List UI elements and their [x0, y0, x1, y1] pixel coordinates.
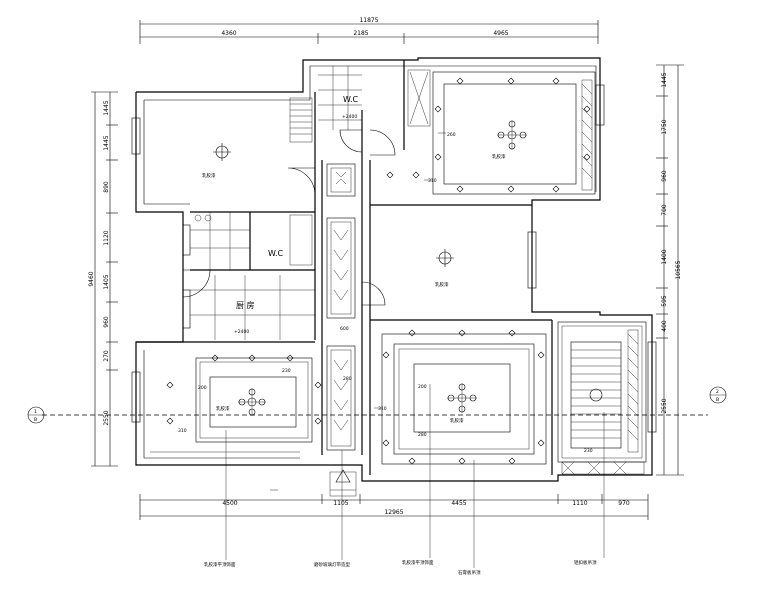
side-level-230: 230: [282, 368, 291, 374]
note-1: 乳胶漆平顶饰面: [204, 561, 236, 568]
dim-right-seg-3: 960: [661, 170, 668, 182]
master-level-260: 260: [447, 132, 456, 138]
dim-left-seg-4: 1120: [103, 230, 110, 245]
dim-left-seg-2: 1445: [103, 135, 110, 150]
dim-right-seg-6: 595: [661, 295, 668, 307]
dim-right-seg-4: 700: [661, 204, 668, 216]
dim-left-seg-7: 270: [103, 350, 110, 362]
left-dimension-chain: 9460 1445 1445 890 1120 1405 960 270 255…: [88, 91, 118, 467]
dim-bottom-seg-1: 4500: [222, 500, 237, 507]
master-bedroom: 乳胶漆 260 310: [386, 71, 596, 195]
axis-right-bottom: B: [716, 397, 719, 403]
dim-right-seg-7: 400: [661, 320, 668, 332]
bedroom-upper-left-note: 乳胶漆: [202, 172, 216, 179]
note-3: 乳胶漆平顶饰面: [402, 559, 434, 566]
wc-upper-level: +2400: [342, 114, 357, 120]
dim-left-seg-3: 890: [103, 181, 110, 193]
living-level-200: 200: [418, 384, 427, 390]
note-5: 铝扣板吊顶: [574, 559, 597, 566]
living-downlights: [382, 329, 545, 465]
dim-right-seg-8: 2550: [661, 398, 668, 413]
bedroom-upper-left: 乳胶漆: [202, 97, 313, 179]
bedroom-middle: 乳胶漆: [435, 249, 454, 288]
dim-right-seg-2: 1750: [661, 119, 668, 134]
dim-top-total: 11875: [359, 17, 378, 24]
dim-top-seg-3: 4965: [493, 30, 508, 37]
axis-left-bottom: B: [34, 417, 37, 423]
dim-right-seg-1: 1445: [661, 72, 668, 87]
note-2: 磨砂玻璃灯带造型: [314, 561, 350, 568]
kitchen-label: 厨 房: [236, 300, 255, 310]
entrance-steps: [329, 469, 357, 497]
corridor-lightboxes: 600 280: [326, 163, 356, 451]
windows: [131, 84, 657, 433]
dim-bottom-seg-2: 1105: [333, 500, 348, 507]
axis-left-top: 1: [34, 409, 37, 415]
leader-notes: 乳胶漆平顶饰面 磨砂玻璃灯带造型 乳胶漆平顶饰面 石膏板吊顶 铝扣板吊顶: [204, 384, 605, 576]
top-dimension-chain: 11875 4360 2185 4965: [139, 17, 599, 44]
dining-room: 乳胶漆 200 310 230: [150, 354, 322, 491]
wc-upper-label: W.C: [343, 95, 359, 104]
dining-downlights: [166, 354, 322, 425]
balcony: 230: [557, 321, 647, 475]
dining-level-310: 310: [178, 428, 187, 434]
dining-level-200: 200: [198, 385, 207, 391]
living-level-280: 280: [418, 432, 427, 438]
dim-left-seg-1: 1445: [103, 100, 110, 115]
dim-left-seg-6: 960: [103, 316, 110, 328]
dim-bottom-total: 12965: [384, 509, 403, 516]
wc-lower: W.C: [190, 212, 313, 270]
dining-note: 乳胶漆: [216, 405, 230, 412]
dim-right-seg-5: 1400: [661, 249, 668, 264]
interior-walls: [136, 60, 553, 475]
note-4: 石膏板吊顶: [458, 569, 481, 576]
living-note: 乳胶漆: [450, 417, 464, 424]
wc-lower-label: W.C: [268, 249, 284, 258]
right-dimension-chain: 10565 1445 1750 960 700 1400 595 400 255…: [656, 64, 684, 476]
bottom-dimension-chain: 4500 1105 4455 1110 970 12965: [139, 494, 649, 520]
master-bedroom-note: 乳胶漆: [492, 153, 506, 160]
dim-bottom-seg-3: 4455: [451, 500, 466, 507]
dim-bottom-seg-5: 970: [618, 500, 630, 507]
dim-left-total: 9460: [88, 271, 95, 286]
corridor-level-280: 280: [343, 376, 352, 382]
master-downlights: [386, 77, 591, 193]
bedroom-middle-note: 乳胶漆: [435, 281, 449, 288]
axis-right-top: 2: [716, 389, 719, 395]
dim-top-seg-2: 2185: [353, 30, 368, 37]
kitchen-level: +2400: [234, 329, 249, 335]
dim-left-seg-5: 1405: [103, 274, 110, 289]
kitchen: 厨 房 +2400: [190, 275, 315, 340]
dim-right-total: 10565: [675, 260, 682, 279]
balcony-level-230: 230: [584, 448, 593, 454]
section-axis: 1 B 2 B: [27, 386, 727, 424]
dim-top-seg-1: 4360: [221, 30, 236, 37]
doors: [182, 129, 396, 306]
master-level-310: 310: [428, 178, 437, 184]
dim-left-seg-8: 2550: [103, 410, 110, 425]
corridor-level-600: 600: [340, 326, 349, 332]
living-level-310: 310: [378, 406, 387, 412]
living-room: 乳胶漆 200 280 310: [374, 329, 547, 465]
wc-upper: W.C +2400: [318, 66, 431, 130]
dim-bottom-seg-4: 1110: [572, 500, 587, 507]
